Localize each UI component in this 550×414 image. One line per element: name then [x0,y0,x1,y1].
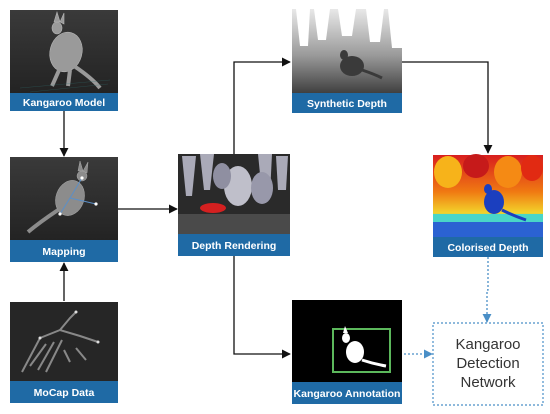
mocap-data-label-bar [10,381,118,403]
node-colorised-depth: Colorised Depth [433,154,543,257]
mocap-data-image [10,302,118,381]
network-label-line-2: Detection [456,355,519,372]
node-kangaroo-annotation: Kangaroo Annotation [292,300,402,404]
node-mocap-data: MoCap Data [10,302,118,403]
kangaroo-model-label: Kangaroo Model [23,97,105,109]
mapping-label-bar [10,240,118,262]
kangaroo-3d-icon [49,10,102,90]
depth-rendering-label: Depth Rendering [192,240,277,252]
dotted-arrow-colorised-to-network [482,257,492,323]
node-mapping: Mapping [10,157,118,262]
colorised-depth-label: Colorised Depth [447,242,528,254]
node-depth-rendering: Depth Rendering [178,154,290,256]
red-car-icon [200,203,226,213]
network-label-line-3: Network [460,374,516,391]
connectors [59,57,493,359]
kangaroo-annotation-label-bar [292,382,402,404]
colorised-trees-icon [433,154,543,237]
dotted-connectors [404,257,492,359]
colorised-kangaroo-icon [484,184,527,222]
node-kangaroo-model: Kangaroo Model [10,10,118,111]
detection-network-box [432,322,544,406]
arrow-synthetic-to-colorised [402,61,493,154]
kangaroo-model-label-bar [10,93,118,111]
mapping-label: Mapping [42,246,85,258]
colorised-depth-label-bar [433,237,543,257]
node-synthetic-depth: Synthetic Depth [292,9,402,113]
depth-kangaroo-silhouette-icon [340,50,383,80]
mocap-skeleton-icon [21,311,99,373]
kangaroo-annotation-label: Kangaroo Annotation [294,388,401,400]
arrow-rendering-to-annotation [233,254,291,359]
rendered-scene-icon [182,154,288,206]
network-label-line-1: Kangaroo [455,336,520,353]
synthetic-depth-label: Synthetic Depth [307,98,387,110]
depth-trees-icon [296,9,402,48]
depth-rendering-label-bar [178,234,290,256]
synthetic-depth-label-bar [292,93,402,113]
white-kangaroo-mask-icon [342,326,387,368]
mocap-data-label: MoCap Data [34,387,95,399]
arrow-rendering-to-synthetic [233,57,291,154]
annotation-bounding-box [332,328,391,373]
node-detection-network: Kangaroo Detection Network [432,322,544,406]
